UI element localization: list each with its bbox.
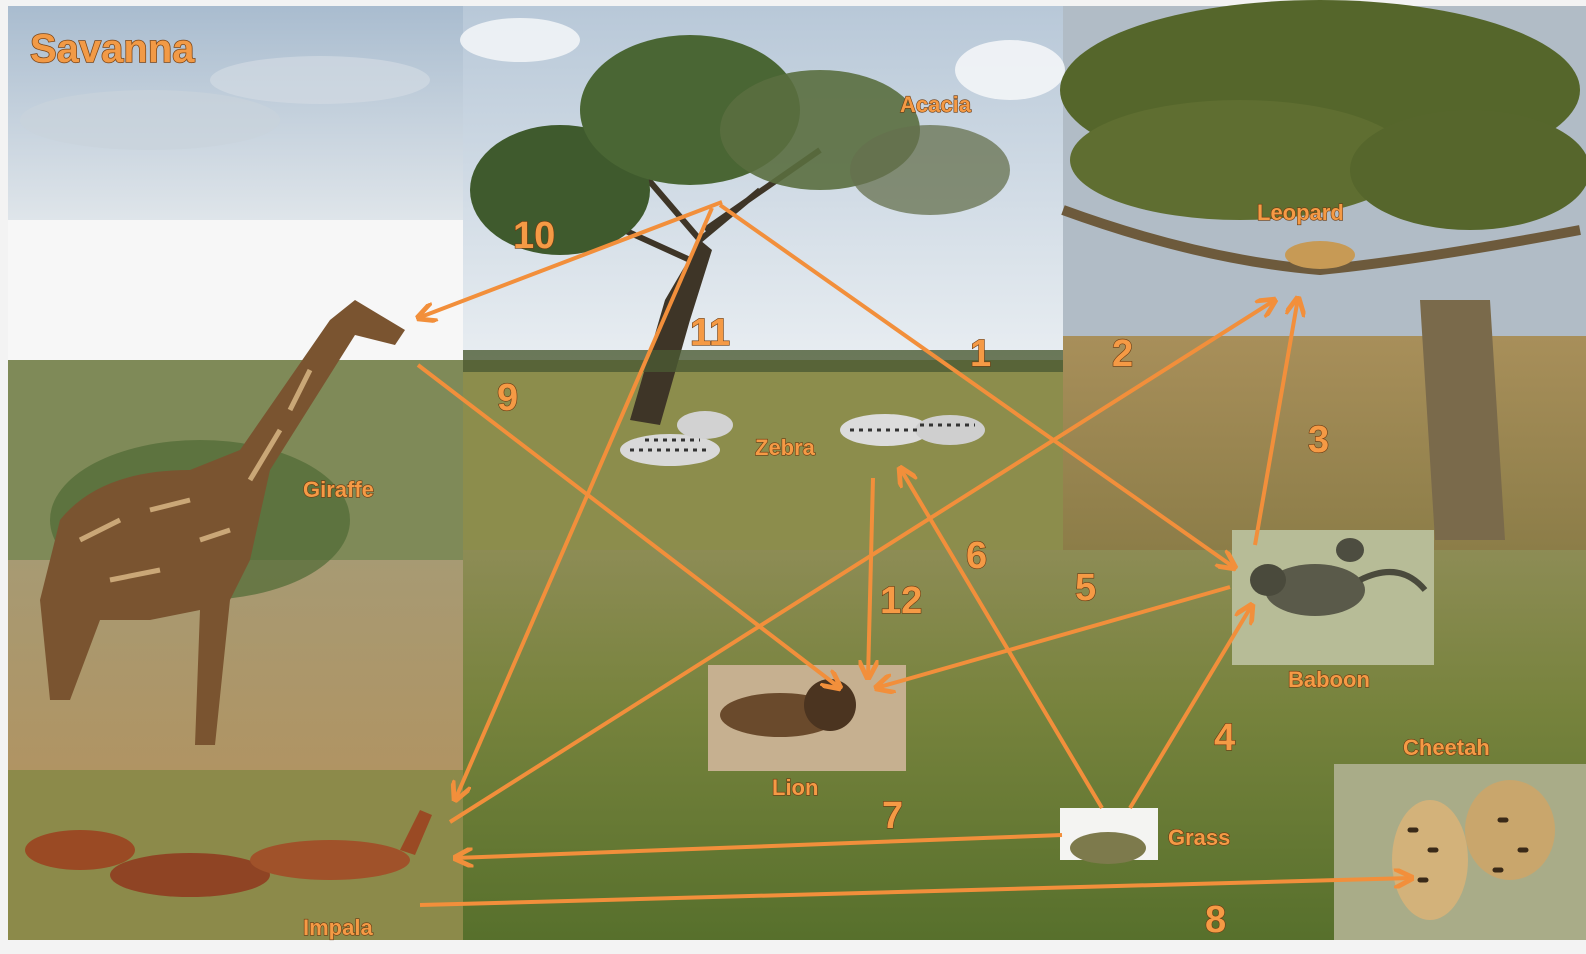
label-zebra: Zebra: [755, 435, 816, 460]
arrow-number-9: 9: [497, 377, 518, 419]
arrow-number-8: 8: [1205, 899, 1226, 941]
arrow-number-2: 2: [1112, 333, 1133, 375]
acacia-tree: [470, 35, 1010, 425]
food-web-arrows: [416, 200, 1412, 907]
arrow-number-12: 12: [880, 580, 922, 622]
arrow-4: [1128, 605, 1252, 810]
arrow-10: [418, 200, 723, 318]
zebra-image: [620, 411, 985, 466]
arrow-8: [419, 878, 1412, 907]
impala-image: [25, 810, 432, 897]
label-cheetah: Cheetah: [1403, 735, 1490, 760]
arrow-number-11: 11: [690, 312, 730, 354]
leopard-tree: [1060, 0, 1586, 540]
arrow-6: [900, 468, 1104, 810]
label-impala: Impala: [303, 915, 373, 940]
diagram-title: Savanna: [30, 27, 195, 71]
arrow-1: [718, 203, 1235, 568]
arrow-number-4: 4: [1214, 717, 1235, 759]
arrow-number-3: 3: [1308, 419, 1329, 461]
label-leopard: Leopard: [1257, 200, 1344, 225]
label-giraffe: Giraffe: [303, 477, 374, 502]
arrow-7: [455, 833, 1063, 858]
arrow-3: [1253, 298, 1298, 546]
arrow-number-6: 6: [966, 535, 987, 577]
cheetah-image: [1334, 764, 1586, 940]
label-lion: Lion: [772, 775, 818, 800]
label-acacia: Acacia: [900, 92, 972, 117]
zebra-field: [463, 360, 1063, 550]
giraffe-image: [40, 300, 405, 745]
arrow-number-10: 10: [513, 215, 555, 257]
cloud: [210, 56, 430, 104]
grass-image: [1060, 808, 1158, 864]
arrow-12: [868, 477, 873, 678]
lion-image: [708, 665, 906, 771]
label-grass: Grass: [1168, 825, 1230, 850]
treeline: [463, 350, 1063, 372]
arrow-11: [455, 207, 714, 800]
arrow-number-7: 7: [882, 795, 903, 837]
label-baboon: Baboon: [1288, 667, 1370, 692]
baboon-image: [1232, 530, 1434, 665]
cloud: [460, 18, 580, 62]
arrow-number-5: 5: [1075, 567, 1096, 609]
leopard-image: [1285, 241, 1355, 269]
arrow-9: [416, 363, 840, 688]
white-panel: [8, 220, 463, 370]
cloud: [955, 40, 1065, 100]
arrow-5: [876, 585, 1231, 688]
cloud: [20, 90, 280, 150]
arrow-number-1: 1: [970, 333, 991, 375]
arrow-2: [448, 300, 1275, 824]
